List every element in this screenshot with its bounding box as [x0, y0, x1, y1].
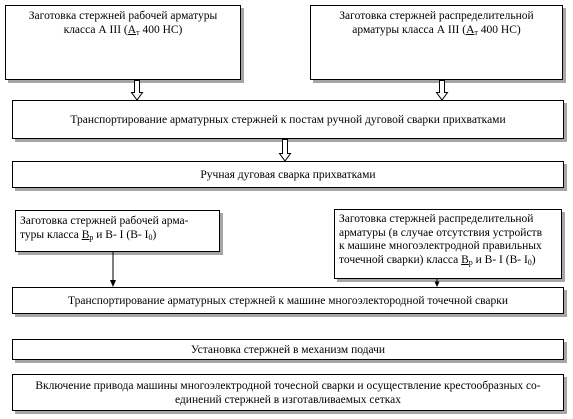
machine-start-line2: единений стержней в изготавливаемых сетк…	[174, 394, 401, 406]
wire-working-line2: туры класса Вр и В- I (В- I0)	[20, 229, 157, 242]
rebar-distribution-box: Заготовка стержней распределительной арм…	[310, 5, 563, 80]
transport-spot-box: Транспортирование арматурных стержней к …	[12, 287, 564, 314]
rebar-distribution-line2: арматуры класса А III (Ат 400 НС)	[352, 24, 521, 37]
hollow-arrow-left	[130, 80, 144, 101]
rebar-distribution-line1: Заготовка стержней распределительной	[339, 10, 534, 22]
transport-tack-box: Транспортирование арматурных стержней к …	[12, 100, 564, 139]
solid-arrow-right	[434, 279, 440, 287]
hollow-arrow-right	[435, 80, 449, 101]
manual-welding-box: Ручная дуговая сварка прихватками	[12, 161, 564, 188]
rebar-working-line1: Заготовка стержней рабочей арматуры	[28, 10, 218, 22]
wire-distribution-box: Заготовка стержней распределительной арм…	[334, 209, 562, 279]
rebar-working-line2: класса А III (Ат 400 НС)	[63, 24, 183, 37]
machine-start-line1: Включение привода машины многоэлектродно…	[35, 380, 541, 392]
manual-welding-text: Ручная дуговая сварка прихватками	[200, 168, 376, 181]
wire-distribution-line1: Заготовка стержней распределительной	[339, 213, 534, 225]
install-rods-box: Установка стержней в механизм подачи	[12, 339, 564, 360]
install-rods-text: Установка стержней в механизм подачи	[190, 343, 386, 356]
hollow-arrow-middle	[278, 139, 292, 162]
wire-distribution-line2: арматуры (в случае отсутствия устройств	[339, 226, 543, 239]
transport-tack-text: Транспортирование арматурных стержней к …	[70, 113, 506, 126]
wire-working-box: Заготовка стержней рабочей арма- туры кл…	[15, 210, 220, 252]
wire-distribution-line4: точечной сварки) класса Вр и В- I (В- I0…	[339, 253, 536, 267]
wire-working-line1: Заготовка стержней рабочей арма-	[20, 215, 189, 227]
solid-arrow-left	[110, 252, 116, 287]
transport-spot-text: Транспортирование арматурных стержней к …	[68, 294, 508, 307]
machine-start-box: Включение привода машины многоэлектродно…	[12, 374, 564, 411]
rebar-working-box: Заготовка стержней рабочей арматуры клас…	[5, 5, 241, 80]
wire-distribution-line3: к машине многоэлектродной правильных	[339, 240, 542, 252]
